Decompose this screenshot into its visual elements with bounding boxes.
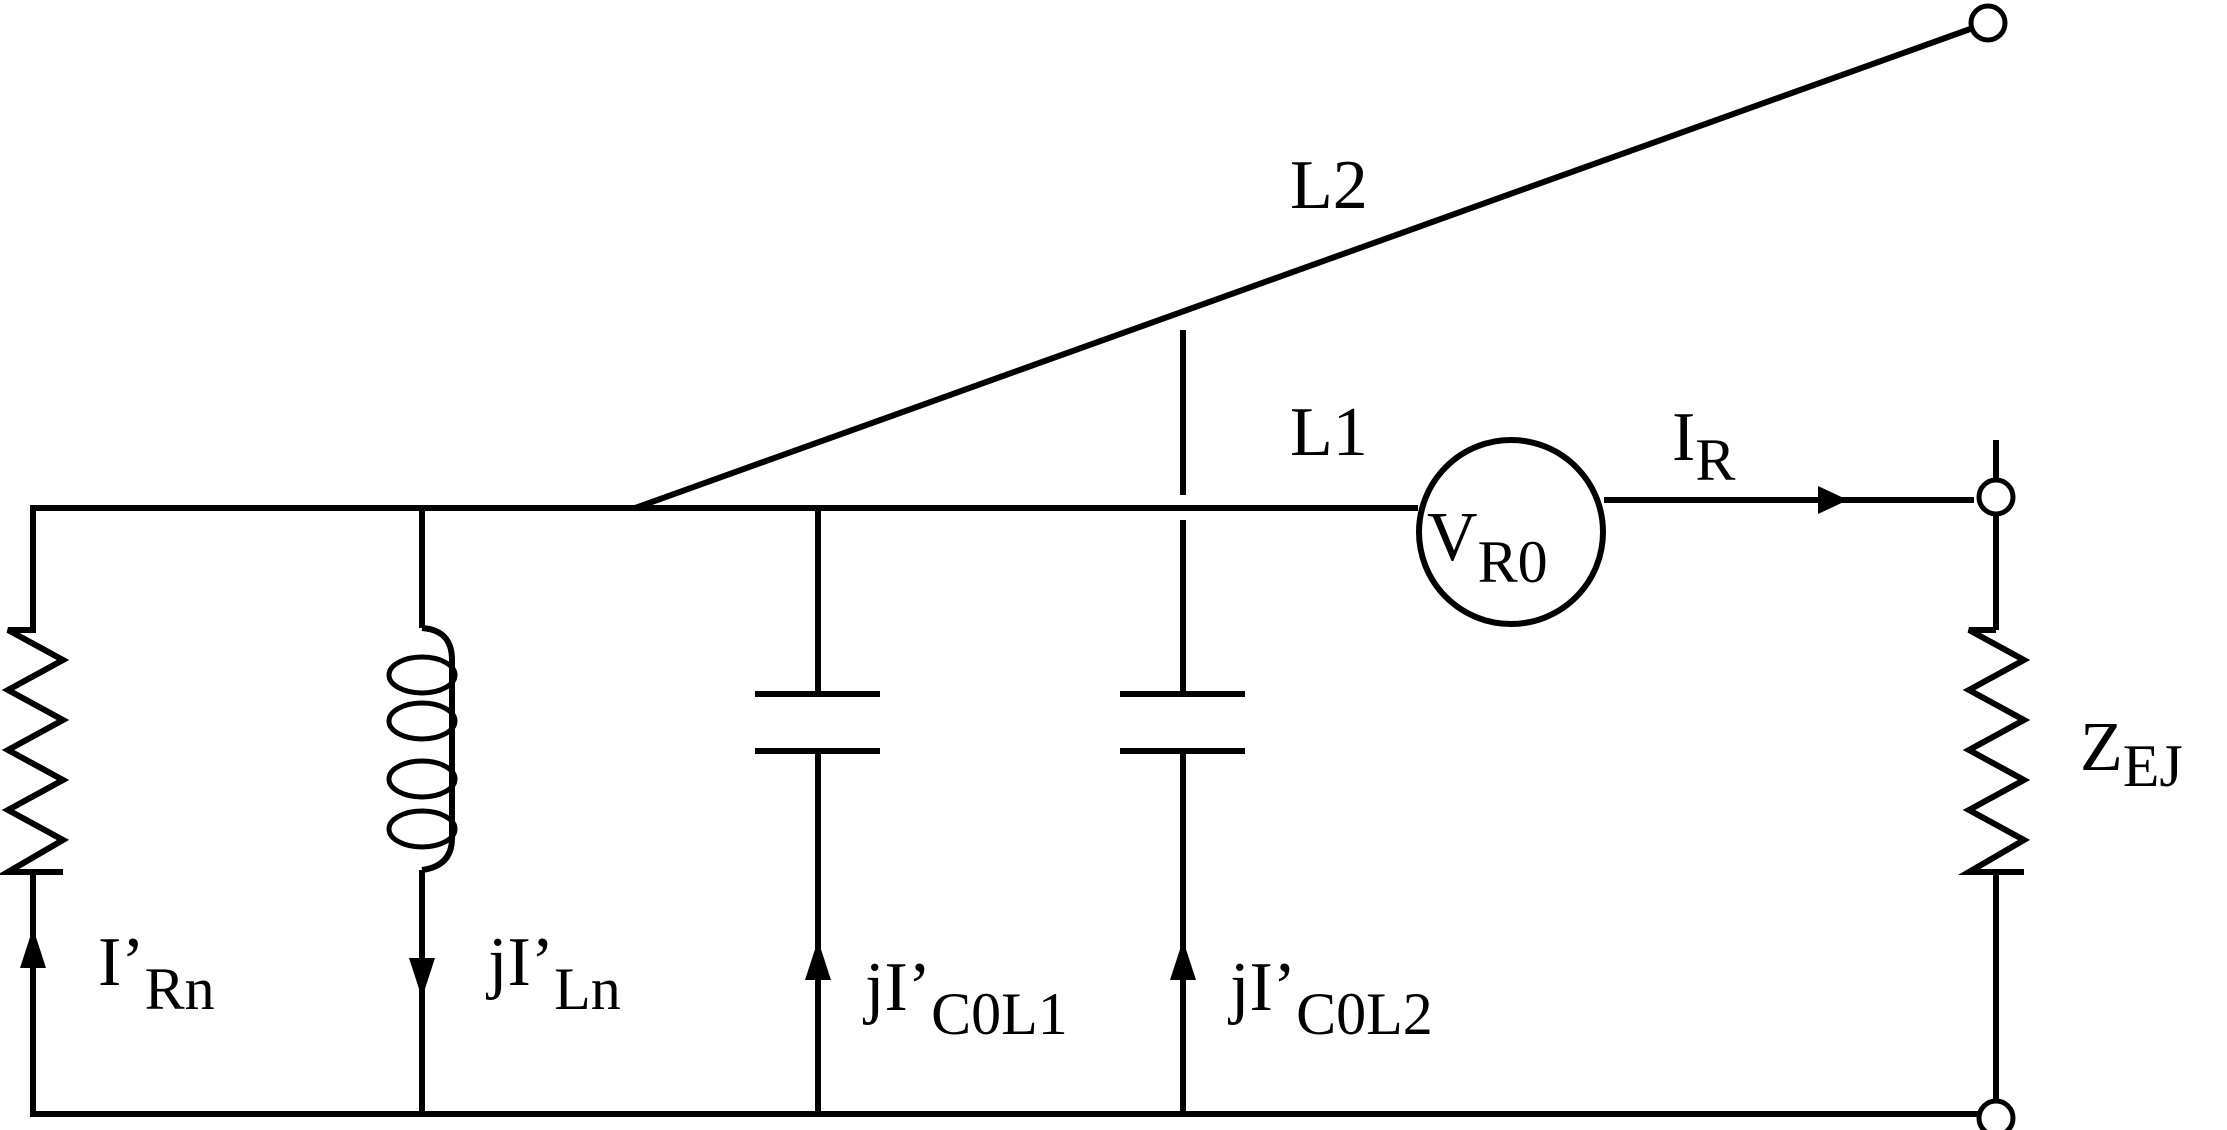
l1-label: L1: [1290, 394, 1368, 471]
inductor-ln: [386, 508, 458, 1114]
capacitor-c0l1: [755, 508, 880, 1114]
capacitor-c0l2: [1120, 330, 1245, 1114]
bottom-terminal: [1976, 1098, 2016, 1130]
l2-conductor: [633, 25, 1975, 511]
ir-arrow: [1818, 486, 1848, 514]
jicol2-arrow: [1170, 940, 1196, 980]
jiln-arrow: [409, 958, 435, 998]
l2-label: L2: [1290, 147, 1368, 224]
resistor-zej: [1957, 440, 2031, 1114]
vr0-label: VR0: [1427, 499, 1548, 595]
vr0-source-circle: [1416, 437, 1606, 627]
irn-arrow: [20, 928, 46, 968]
jicol2-label: jI’C0L2: [1227, 949, 1433, 1047]
resistor-rn: [0, 508, 70, 1114]
zej-label: ZEJ: [2080, 709, 2183, 799]
l2-terminal: [1968, 3, 2008, 43]
ir-terminal: [1976, 477, 2016, 517]
jicol1-label: jI’C0L1: [862, 949, 1068, 1047]
irn-label: I’Rn: [98, 924, 215, 1022]
jicol1-arrow: [805, 940, 831, 980]
ir-label: IR: [1672, 399, 1735, 493]
jiln-label: jI’Ln: [485, 924, 621, 1022]
